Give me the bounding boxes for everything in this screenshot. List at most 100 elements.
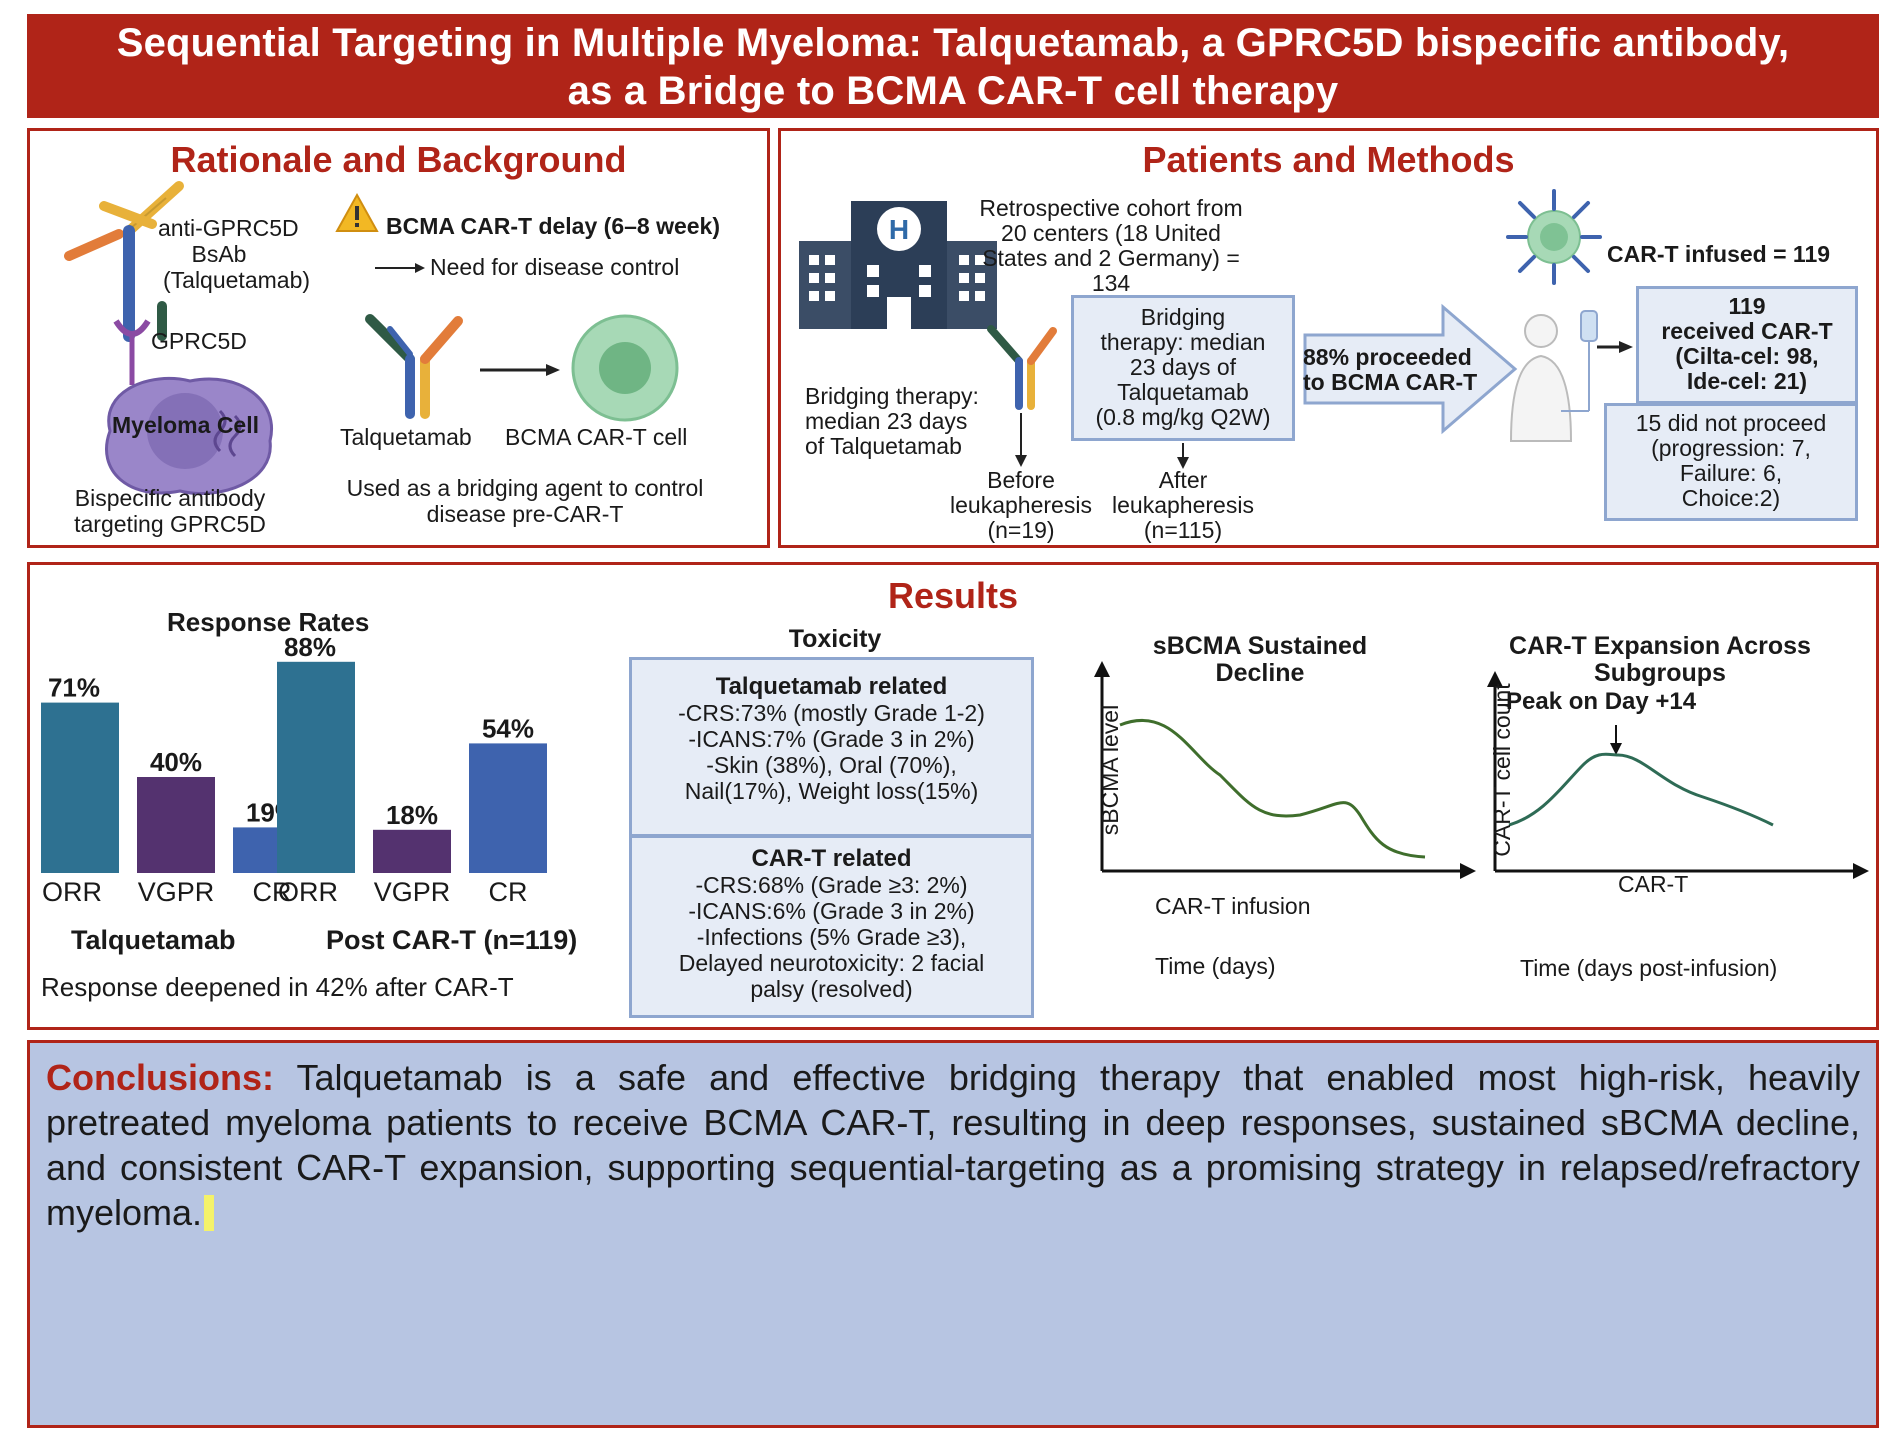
talquetamab-toxicity-box: Talquetamab related -CRS:73% (mostly Gra… xyxy=(629,657,1034,837)
conclusion-label: Conclusions: xyxy=(46,1057,275,1098)
rationale-caption-1: Bispecific antibody xyxy=(74,485,266,511)
rationale-heading: Rationale and Background xyxy=(170,139,627,180)
bridging-therapy-box: Bridging therapy: median 23 days of Talq… xyxy=(1071,295,1295,441)
warning-title: BCMA CAR-T delay (6–8 week) xyxy=(386,213,721,239)
arrow-right-icon xyxy=(375,263,425,273)
cohort-line-1: Retrospective cohort from xyxy=(979,195,1243,221)
expansion-title-2: Subgroups xyxy=(1594,659,1726,687)
before-line-3: (n=19) xyxy=(987,517,1055,543)
bar-talquetamab-vgpr xyxy=(137,777,215,873)
category-tick-label: ORR xyxy=(278,877,338,907)
bar-value-label: 18% xyxy=(386,800,438,830)
bar-post-cart-cr xyxy=(469,743,547,873)
cart-cell-icon xyxy=(571,314,679,422)
after-line-1: After xyxy=(1158,467,1208,493)
proceeded-line-1: 88% proceeded xyxy=(1303,344,1472,370)
antibody-label-2: BsAb xyxy=(191,241,247,267)
cohort-line-2: 20 centers (18 United xyxy=(1001,220,1221,246)
sbcma-title-1: sBCMA Sustained xyxy=(1152,632,1368,660)
warning-note: Need for disease control xyxy=(430,254,680,280)
myeloma-cell-icon xyxy=(105,376,273,496)
methods-panel: Patients and Methods H Retrospective coh… xyxy=(778,128,1879,548)
gprc5d-receptor-icon xyxy=(113,319,151,385)
before-line-1: Before xyxy=(987,467,1055,493)
expansion-ylabel: CAR-T cell count xyxy=(1489,683,1515,857)
bar-value-label: 40% xyxy=(150,747,202,777)
text-cursor-highlight xyxy=(204,1195,215,1231)
warning-icon xyxy=(335,192,379,232)
cart-cell-label: BCMA CAR-T cell xyxy=(505,424,688,450)
results-heading: Results xyxy=(887,575,1019,616)
category-tick-label: CR xyxy=(253,877,292,907)
proceed-arrow xyxy=(1303,303,1518,435)
sbcma-chart xyxy=(1094,661,1476,879)
bridge-caption-1: Used as a bridging agent to control xyxy=(346,475,704,501)
myeloma-cell-label: Myeloma Cell xyxy=(112,412,259,438)
category-tick-label: VGPR xyxy=(374,877,451,907)
category-tick-label: CR xyxy=(489,877,528,907)
after-line-3: (n=115) xyxy=(1143,517,1223,543)
conclusion-text: Talquetamab is a safe and effective brid… xyxy=(46,1057,1860,1233)
sbcma-annotation: CAR-T infusion xyxy=(1155,893,1311,919)
category-tick-label: VGPR xyxy=(138,877,215,907)
after-line-2: leukapheresis xyxy=(1112,492,1254,518)
bar-post-cart-vgpr xyxy=(373,829,451,873)
bispecific-antibody-icon xyxy=(64,181,184,342)
talquetamab-label: Talquetamab xyxy=(340,424,472,450)
sbcma-curve xyxy=(1119,718,1426,859)
cart-toxicity-box: CAR-T related -CRS:68% (Grade ≥3: 2%) -I… xyxy=(629,835,1034,1018)
expansion-xlabel: Time (days post-infusion) xyxy=(1520,955,1778,981)
cohort-line-4: 134 xyxy=(1091,270,1131,296)
proceeded-line-2: to BCMA CAR-T xyxy=(1303,369,1478,395)
before-line-2: leukapheresis xyxy=(950,492,1092,518)
expansion-chart xyxy=(1487,671,1869,879)
rationale-caption-2: targeting GPRC5D xyxy=(74,511,266,537)
svg-text:H: H xyxy=(889,214,909,245)
bar-value-label: 54% xyxy=(482,713,534,743)
response-rates-title: Response Rates xyxy=(167,607,370,637)
bar-value-label: 71% xyxy=(48,673,100,703)
received-cart-box: 119 received CAR-T (Cilta-cel: 98, Ide-c… xyxy=(1636,286,1858,404)
talquetamab-small-icon xyxy=(987,325,1057,410)
expansion-curve xyxy=(1508,752,1774,827)
bridging-left-3: of Talquetamab xyxy=(805,433,962,459)
cart-receptor-cell-icon xyxy=(1506,189,1602,285)
antibody-label: anti-GPRC5D xyxy=(158,215,299,241)
talquetamab-icon xyxy=(365,314,463,419)
down-arrow-before xyxy=(1015,413,1027,467)
patient-infusion-icon xyxy=(1509,310,1598,442)
cohort-line-3: States and 2 Germany) = xyxy=(982,245,1240,271)
sbcma-ylabel: sBCMA level xyxy=(1097,704,1123,836)
group-label-post-cart: Post CAR-T (n=119) xyxy=(326,925,578,955)
bridging-left-2: median 23 days xyxy=(805,408,968,434)
down-arrow-after xyxy=(1177,443,1189,469)
sbcma-xlabel: Time (days) xyxy=(1155,953,1276,979)
bridging-left-1: Bridging therapy: xyxy=(805,383,979,409)
hospital-icon: H xyxy=(799,201,997,329)
cart-infused-label: CAR-T infused = 119 xyxy=(1607,241,1831,267)
expansion-title-1: CAR-T Expansion Across xyxy=(1509,632,1811,660)
title-line-2: as a Bridge to BCMA CAR-T cell therapy xyxy=(567,69,1339,113)
peak-label: Peak on Day +14 xyxy=(1506,688,1697,715)
bar-post-cart-orr xyxy=(277,661,355,873)
bar-talquetamab-orr xyxy=(41,702,119,873)
bar-value-label: 88% xyxy=(284,632,336,662)
group-label-talquetamab: Talquetamab xyxy=(71,925,236,955)
rationale-panel: Rationale and Background anti-GPRC5D BsA… xyxy=(27,128,770,548)
bridge-caption-2: disease pre-CAR-T xyxy=(426,501,624,527)
arrow-right-icon-3 xyxy=(1597,341,1633,353)
conclusion-box: Conclusions: Talquetamab is a safe and e… xyxy=(27,1040,1879,1428)
arrow-right-icon-2 xyxy=(480,364,560,376)
expansion-annotation: CAR-T xyxy=(1618,871,1689,897)
receptor-label: GPRC5D xyxy=(151,328,247,354)
category-tick-label: ORR xyxy=(42,877,102,907)
sbcma-title-2: Decline xyxy=(1215,659,1305,687)
response-note: Response deepened in 42% after CAR-T xyxy=(41,972,514,1002)
not-proceed-box: 15 did not proceed (progression: 7, Fail… xyxy=(1604,403,1858,521)
toxicity-title: Toxicity xyxy=(788,625,882,653)
methods-heading: Patients and Methods xyxy=(1142,139,1515,180)
antibody-label-3: (Talquetamab) xyxy=(163,267,311,293)
title-line-1: Sequential Targeting in Multiple Myeloma… xyxy=(116,21,1790,65)
